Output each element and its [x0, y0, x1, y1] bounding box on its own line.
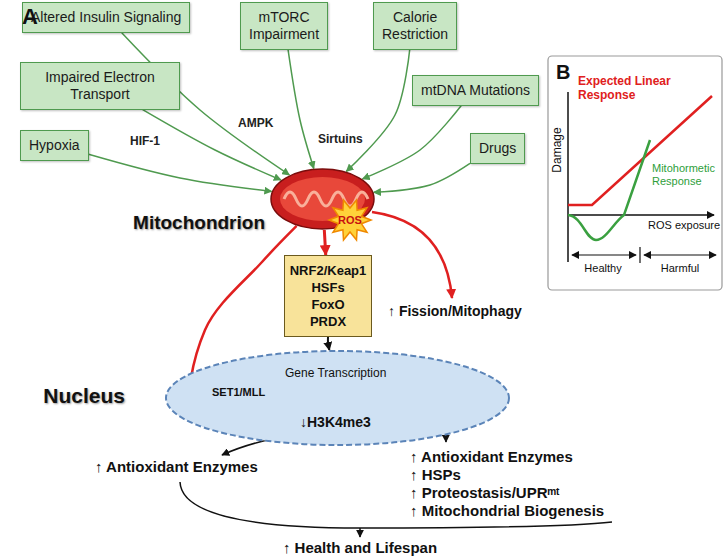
panel-frame: [548, 56, 722, 290]
merge-bracket: [180, 482, 612, 528]
connector: [328, 337, 329, 350]
range-arrow: [572, 254, 636, 255]
box-label: Altered Insulin Signaling: [31, 9, 181, 26]
box-label: Calorie Restriction: [382, 9, 448, 43]
pathway-label: AMPK: [236, 116, 275, 130]
stimulus-box: Altered Insulin Signaling: [22, 2, 190, 33]
box-label: Impaired Electron Transport: [29, 69, 171, 103]
connector: [374, 163, 470, 192]
enzyme-label: SET1/MLL: [212, 386, 265, 399]
y-axis: [567, 92, 569, 262]
series-label: Expected Linear Response: [578, 74, 678, 103]
merge-arrow: [359, 528, 361, 537]
stimulus-box: mTORC Impairment: [240, 2, 328, 50]
series-label: Mitohormetic Response: [652, 162, 715, 188]
factor-list: NRF2/Keap1 HSFs FoxO PRDX: [287, 262, 369, 330]
result-label: ↑ Health and Lifespan: [283, 539, 437, 557]
connector: [143, 110, 281, 180]
range-arrow: [644, 254, 716, 255]
outcome-label: ↑ Antioxidant Enzymes: [95, 458, 258, 476]
connector: [324, 230, 325, 255]
connector: [346, 50, 409, 172]
stimulus-box: Drugs: [470, 133, 525, 164]
factor-box: NRF2/Keap1 HSFs FoxO PRDX: [284, 255, 372, 337]
ros-label: ROS: [338, 214, 362, 226]
outcome-label: ↑ Mitochondrial Biogenesis: [410, 502, 604, 520]
fission-arrow: [372, 212, 452, 298]
connector: [362, 106, 461, 179]
pathway-label: Sirtuins: [316, 132, 365, 146]
stimulus-box: Calorie Restriction: [373, 2, 457, 50]
box-label: mTORC Impairment: [249, 9, 319, 43]
box-label: mtDNA Mutations: [421, 82, 530, 99]
connector: [89, 154, 272, 191]
axis-label: Damage: [550, 127, 564, 172]
range-label: Healthy: [584, 262, 621, 275]
connector: [288, 50, 314, 169]
pathway-label: HIF-1: [128, 134, 162, 148]
stimulus-box: Hypoxia: [20, 130, 89, 161]
linear-curve: [568, 96, 712, 205]
range-label: Harmful: [661, 262, 700, 275]
outcome-label: ↑ Proteostasis/UPRᵐᵗ: [410, 484, 559, 502]
stimulus-box: mtDNA Mutations: [412, 75, 539, 106]
x-axis: [568, 214, 714, 216]
stimulus-box: Impaired Electron Transport: [20, 62, 180, 110]
mitochondrion: MitochondrionROS: [270, 168, 375, 230]
range-divider: [639, 247, 640, 263]
outcome-label: ↑ HSPs: [410, 466, 461, 484]
hormetic-curve: [568, 140, 650, 240]
box-label: Hypoxia: [29, 137, 80, 154]
outcome-label: ↑ Fission/Mitophagy: [388, 303, 522, 320]
organelle-title: Nucleus: [43, 384, 125, 408]
mark-label: ↓H3K4me3: [300, 414, 371, 431]
axis-label: ROS exposure: [648, 219, 720, 232]
organelle-title: Mitochondrion: [133, 212, 265, 234]
panel-letter: A: [22, 4, 38, 30]
process-label: Gene Transcription: [285, 366, 386, 380]
panel-letter: B: [556, 60, 570, 84]
outcome-label: ↑ Antioxidant Enzymes: [410, 448, 573, 466]
box-label: Drugs: [479, 140, 516, 157]
